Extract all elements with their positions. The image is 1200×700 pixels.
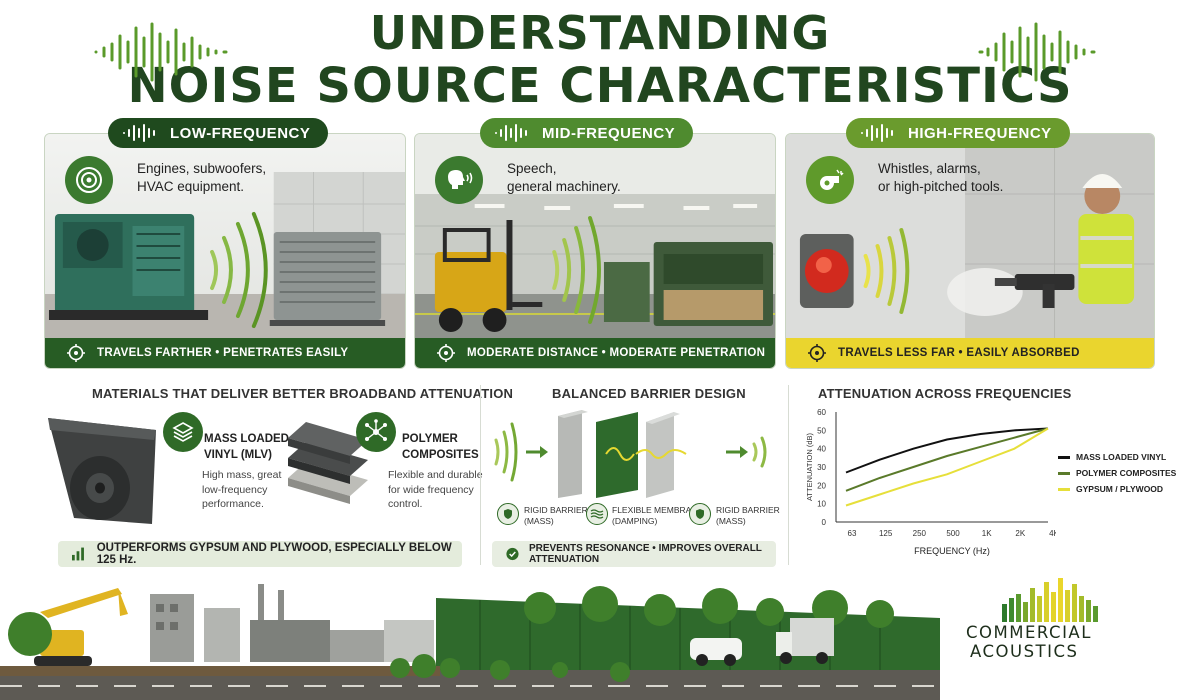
low-frequency-label: LOW-FREQUENCY [170,124,311,142]
layers-icon [172,422,194,442]
legend-entry: MASS LOADED VINYL [1058,452,1166,462]
whistle-icon-badge [806,156,854,204]
x-axis-label: FREQUENCY (Hz) [914,546,990,556]
high-frequency-description: Whistles, alarms, or high-pitched tools. [878,161,1004,195]
brand-logo-icon [1002,578,1098,622]
chart-title: ATTENUATION ACROSS FREQUENCIES [818,386,1072,401]
mlv-name: MASS LOADED VINYL (MLV) [204,433,289,461]
y-tick-label: 30 [817,463,826,472]
legend-label: MASS LOADED VINYL [1076,452,1167,462]
x-tick-label: 2K [1015,529,1025,538]
bar-chart-icon [72,547,84,561]
x-tick-label: 125 [879,529,893,538]
legend-swatch [1058,471,1070,475]
legend-label: POLYMER COMPOSITES [1076,468,1177,478]
sound-wave-right-icon [978,22,1096,82]
mid-frequency-panel: Speech, general machinery. MODERATE DIST… [414,133,776,369]
series-line-0 [845,427,1049,474]
y-tick-label: 50 [817,426,826,435]
legend-swatch [1058,455,1070,459]
y-axis-label: ATTENUATION (dB) [805,432,814,501]
polymer-name: POLYMER COMPOSITES [402,433,479,461]
legend-entry: GYPSUM / PLYWOOD [1058,484,1163,494]
section-divider [480,385,481,565]
layer-2-label: FLEXIBLE MEMBRANE (DAMPING) [612,505,704,527]
rigid-barrier-right [646,412,674,498]
polymer-description: Flexible and durable for wide frequency … [388,469,483,511]
shield-icon [497,503,519,525]
rigid-barrier-left [558,410,582,498]
low-frequency-footer: TRAVELS FARTHER • PENETRATES EASILY [45,338,405,368]
materials-title: MATERIALS THAT DELIVER BETTER BROADBAND … [92,386,514,401]
y-tick-label: 0 [822,518,827,527]
mid-frequency-label: MID-FREQUENCY [542,124,676,142]
high-frequency-label: HIGH-FREQUENCY [908,124,1052,142]
check-circle-icon [506,547,519,561]
whistle-icon [820,169,844,190]
brand-name: COMMERCIAL ACOUSTICS [966,623,1092,661]
legend-swatch [1058,487,1070,491]
high-frequency-tab: HIGH-FREQUENCY [846,118,1070,148]
outgoing-sound-waves [752,436,767,468]
flexible-membrane [596,412,638,498]
speaking-head-icon [448,170,473,189]
mid-frequency-description: Speech, general machinery. [507,161,621,195]
high-frequency-panel: Whistles, alarms, or high-pitched tools.… [785,133,1155,369]
mid-frequency-footer: MODERATE DISTANCE • MODERATE PENETRATION [415,338,775,368]
sound-wave-icon [495,124,527,142]
wave-icon [586,503,608,525]
series-line-1 [845,427,1049,492]
legend-label: GYPSUM / PLYWOOD [1076,484,1164,494]
sound-wave-left-icon [94,22,228,82]
sound-wave-icon [123,124,155,142]
title-line-2: NOISE SOURCE CHARACTERISTICS [127,58,1073,114]
layer-3-label: RIGID BARRIER (MASS) [716,505,780,527]
target-icon [808,344,826,362]
attenuation-chart: 0 10 20 30 40 50 60 63 125 250 500 1K 2K 4K ATTENUATIO… [805,408,1056,556]
barrier-title: BALANCED BARRIER DESIGN [552,386,746,401]
y-tick-label: 20 [817,481,826,490]
y-tick-label: 10 [817,500,826,509]
low-frequency-description: Engines, subwoofers, HVAC equipment. [137,161,267,195]
x-tick-label: 1K [982,529,992,538]
x-tick-label: 4K [1049,529,1056,538]
molecule-icon [365,419,387,441]
molecule-icon-badge [356,412,396,452]
materials-note: OUTPERFORMS GYPSUM AND PLYWOOD, ESPECIAL… [58,541,462,567]
shield-icon [689,503,711,525]
low-frequency-panel: Engines, subwoofers, HVAC equipment. TRA… [44,133,406,369]
target-icon [437,344,455,362]
x-tick-label: 500 [946,529,960,538]
mid-frequency-tab: MID-FREQUENCY [480,118,694,148]
forklift-machinery-scene [415,134,775,340]
layers-icon-badge [163,412,203,452]
y-tick-label: 60 [817,408,826,417]
layer-1-label: RIGID BARRIER (MASS) [524,505,588,527]
speaking-head-icon-badge [435,156,483,204]
construction-skyline-scene [0,574,940,700]
high-frequency-footer: TRAVELS LESS FAR • EASILY ABSORBED [786,338,1154,368]
section-divider [788,385,789,565]
legend-entry: POLYMER COMPOSITES [1058,468,1176,478]
series-line-2 [845,427,1049,507]
barrier-note: PREVENTS RESONANCE • IMPROVES OVERALL AT… [492,541,776,567]
x-tick-label: 250 [913,529,927,538]
incoming-sound-waves [494,422,518,482]
sound-wave-icon [861,124,893,142]
page-title: UNDERSTANDING NOISE SOURCE CHARACTERISTI… [0,10,1200,110]
target-icon [67,344,85,362]
polymer-panels-image [288,422,368,504]
y-tick-label: 40 [817,445,826,454]
x-tick-label: 63 [848,529,857,538]
title-line-1: UNDERSTANDING [369,6,831,60]
speaker-icon [76,167,102,193]
barrier-layers-diagram [494,410,767,498]
speaker-icon-badge [65,156,113,204]
low-frequency-tab: LOW-FREQUENCY [108,118,329,148]
mlv-roll-image [48,418,156,524]
mlv-description: High mass, great low-frequency performan… [202,469,282,511]
